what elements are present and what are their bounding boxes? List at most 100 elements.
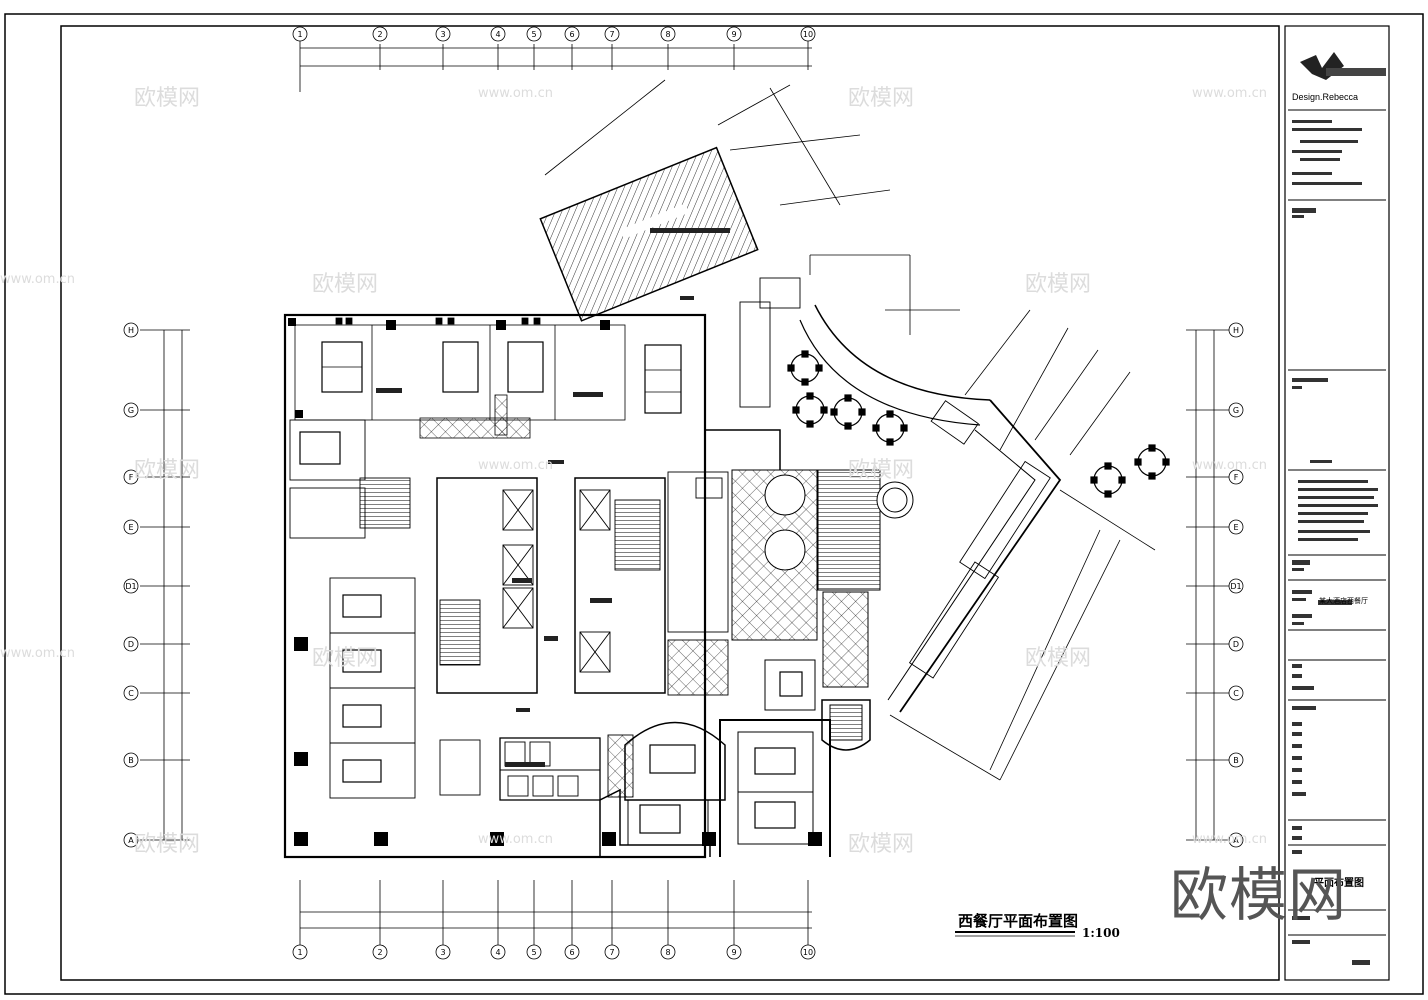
svg-text:2: 2 (377, 30, 382, 39)
svg-text:4: 4 (495, 948, 500, 957)
watermark-url: www.om.cn (1192, 832, 1267, 847)
axis-bubble-right: F (1228, 469, 1244, 485)
axis-bubble-bottom: 2 (372, 944, 388, 960)
round-table (872, 410, 908, 446)
svg-text:9: 9 (731, 30, 736, 39)
sheet-border-inner (60, 25, 1280, 981)
svg-text:10: 10 (803, 30, 813, 39)
axis-bubble-top: 8 (660, 26, 676, 42)
title-block (1284, 25, 1390, 981)
svg-text:B: B (1233, 756, 1239, 765)
axis-bubble-left: C (123, 685, 139, 701)
axis-bubble-top: 6 (564, 26, 580, 42)
axis-bubble-bottom: 5 (526, 944, 542, 960)
watermark-url: www.om.cn (478, 86, 553, 101)
axis-bubble-left: B (123, 752, 139, 768)
axis-bubble-bottom: 9 (726, 944, 742, 960)
svg-text:2: 2 (377, 948, 382, 957)
axis-bubble-right: H (1228, 322, 1244, 338)
room-labels (376, 228, 730, 767)
project-name: 某大酒店西餐厅 (1319, 598, 1368, 605)
svg-text:D: D (128, 640, 134, 649)
brand-watermark-large: 欧模网 (1170, 861, 1348, 929)
banquet-room (624, 721, 814, 846)
svg-text:E: E (1233, 523, 1238, 532)
axis-bubble-right: E (1228, 519, 1244, 535)
watermark-url: www.om.cn (1192, 86, 1267, 101)
axis-bubble-right: G (1228, 402, 1244, 418)
round-table (1134, 444, 1170, 480)
right-dimension-chain (1186, 329, 1230, 841)
axis-bubble-right: B (1228, 752, 1244, 768)
svg-text:3: 3 (440, 30, 445, 39)
axis-bubble-top: 10 (800, 26, 816, 42)
axis-bubble-top: 4 (490, 26, 506, 42)
watermark-url: www.om.cn (478, 458, 553, 473)
watermark-brand: 欧模网 (1025, 272, 1092, 297)
axis-bubble-left: F (123, 469, 139, 485)
watermark-brand: 欧模网 (134, 458, 201, 483)
axis-bubble-top: 3 (435, 26, 451, 42)
svg-text:C: C (128, 689, 134, 698)
axis-bubble-right: D1 (1228, 578, 1244, 594)
round-table (1090, 462, 1126, 498)
svg-text:7: 7 (609, 948, 614, 957)
watermark-brand: 欧模网 (848, 832, 915, 857)
watermark-brand: 欧模网 (848, 458, 915, 483)
svg-text:E: E (128, 523, 133, 532)
svg-text:H: H (1233, 326, 1239, 335)
axis-bubble-left: H (123, 322, 139, 338)
watermark-url: www.om.cn (0, 646, 75, 661)
axis-bubble-top: 1 (292, 26, 308, 42)
svg-text:10: 10 (803, 948, 813, 957)
left-dining-rooms (299, 431, 416, 799)
watermark-brand: 欧模网 (312, 646, 379, 671)
axis-bubble-top: 5 (526, 26, 542, 42)
watermark-brand: 欧模网 (312, 272, 379, 297)
svg-text:5: 5 (531, 30, 536, 39)
svg-text:A: A (128, 836, 134, 845)
axis-bubble-left: E (123, 519, 139, 535)
axis-bubble-bottom: 3 (435, 944, 451, 960)
watermark-brand: 欧模网 (848, 86, 915, 111)
svg-text:8: 8 (665, 948, 670, 957)
axis-bubble-right: C (1228, 685, 1244, 701)
svg-text:D1: D1 (1230, 582, 1241, 591)
axis-bubble-right: A (1228, 832, 1244, 848)
svg-text:6: 6 (569, 30, 574, 39)
watermark-brand: 欧模网 (1025, 646, 1092, 671)
svg-text:H: H (128, 326, 134, 335)
svg-text:D: D (1233, 640, 1239, 649)
core-area (289, 419, 729, 694)
axis-bubble-bottom: 10 (800, 944, 816, 960)
svg-text:B: B (128, 756, 134, 765)
svg-text:3: 3 (440, 948, 445, 957)
axis-bubble-left: D1 (123, 578, 139, 594)
round-table (792, 392, 828, 428)
bottom-dimension-chain (299, 880, 812, 945)
watermark-url: www.om.cn (478, 832, 553, 847)
watermark-brand: 欧模网 (134, 86, 201, 111)
svg-text:1: 1 (297, 30, 302, 39)
axis-bubble-right: D (1228, 636, 1244, 652)
left-dimension-chain (140, 329, 190, 841)
svg-text:F: F (1234, 473, 1239, 482)
svg-text:F: F (129, 473, 134, 482)
round-table (830, 394, 866, 430)
top-dimension-chain (299, 38, 812, 92)
axis-bubble-top: 9 (726, 26, 742, 42)
axis-bubble-bottom: 8 (660, 944, 676, 960)
axis-bubble-bottom: 6 (564, 944, 580, 960)
diagonal-dims (809, 254, 1156, 781)
round-table (787, 350, 823, 386)
watermark-url: www.om.cn (0, 272, 75, 287)
axis-bubble-bottom: 7 (604, 944, 620, 960)
axis-bubble-top: 2 (372, 26, 388, 42)
svg-text:A: A (1233, 836, 1239, 845)
svg-text:7: 7 (609, 30, 614, 39)
svg-text:4: 4 (495, 30, 500, 39)
terrace-dims (544, 79, 891, 206)
axis-bubble-left: G (123, 402, 139, 418)
svg-text:1: 1 (297, 948, 302, 957)
